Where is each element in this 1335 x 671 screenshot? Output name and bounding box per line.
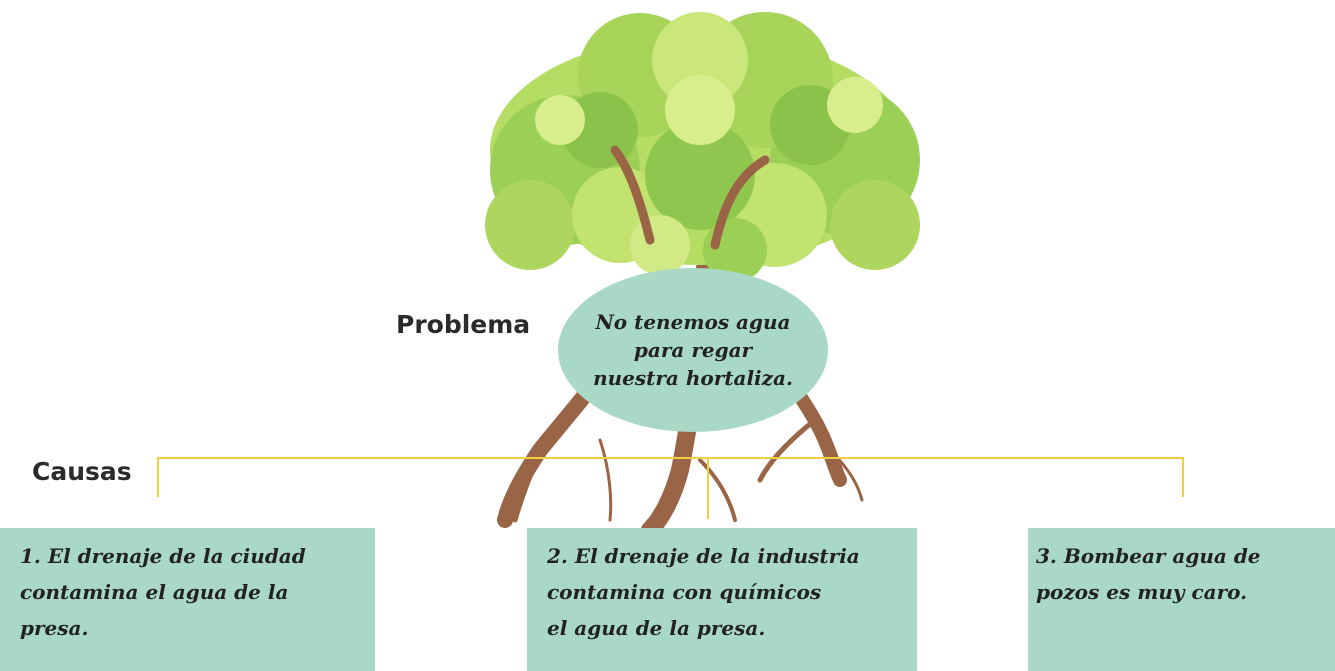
cause-text-2: 2. El drenaje de la industria contamina … <box>547 544 860 640</box>
problem-label: Problema <box>396 310 531 339</box>
tree-foliage <box>485 12 920 282</box>
connector-right <box>1182 457 1184 497</box>
problem-ellipse: No tenemos agua para regar nuestra horta… <box>558 268 828 432</box>
connector-middle <box>707 457 709 519</box>
connector-left <box>157 457 159 497</box>
connector-horizontal <box>157 457 1184 459</box>
cause-box-1: 1. El drenaje de la ciudad contamina el … <box>0 528 375 671</box>
cause-text-3: 3. Bombear agua de pozos es muy caro. <box>1036 544 1261 604</box>
cause-text-1: 1. El drenaje de la ciudad contamina el … <box>20 544 306 640</box>
cause-box-2: 2. El drenaje de la industria contamina … <box>527 528 917 671</box>
causes-label: Causas <box>32 457 132 486</box>
cause-box-3: 3. Bombear agua de pozos es muy caro. <box>1028 528 1335 671</box>
problem-text: No tenemos agua para regar nuestra horta… <box>593 310 793 390</box>
